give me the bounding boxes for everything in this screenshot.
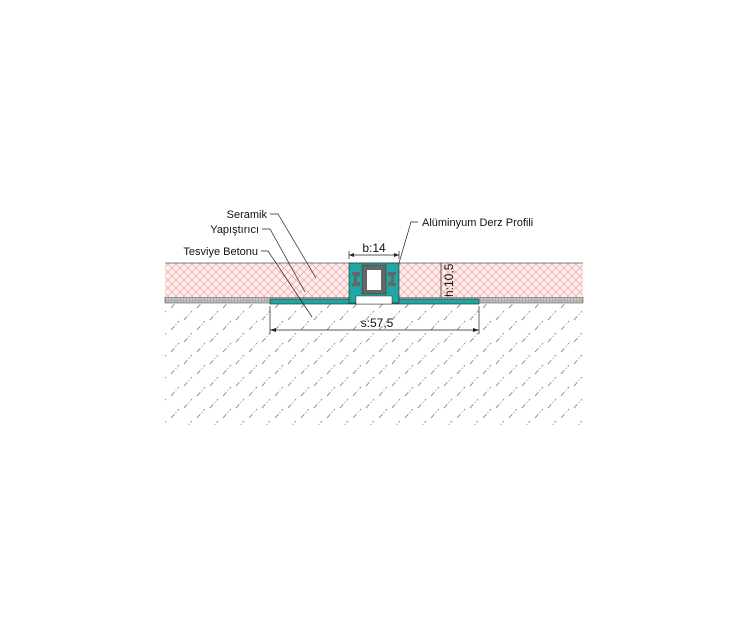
aluminum-profile	[269, 262, 480, 305]
dimension-flange: s:57,5	[361, 316, 394, 330]
label-screed: Tesviye Betonu	[183, 246, 258, 258]
screed-layer	[165, 303, 583, 425]
label-adhesive: Yapıştırıcı	[210, 224, 259, 236]
dimension-height: h:10,5	[442, 263, 456, 297]
label-profile: Alüminyum Derz Profili	[422, 217, 533, 229]
label-ceramic: Seramik	[227, 209, 268, 221]
dimension-width: b:14	[362, 241, 386, 255]
